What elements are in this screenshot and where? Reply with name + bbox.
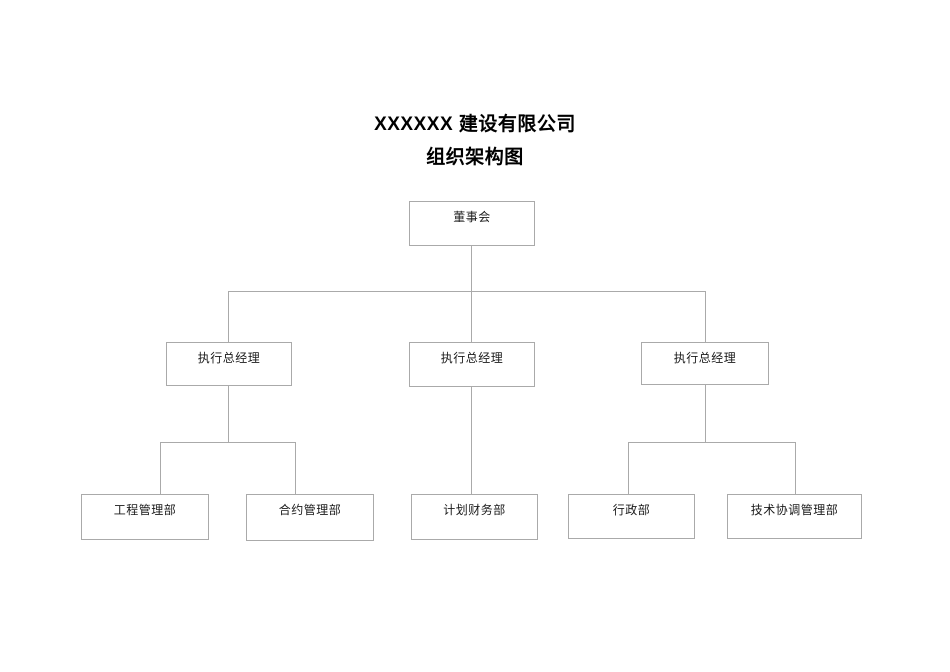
node-engineering-management-dept-label: 工程管理部 [113,503,177,517]
node-engineering-management-dept[interactable]: 工程管理部 [81,494,209,540]
node-administration-dept-label: 行政部 [612,503,651,517]
node-executive-gm-1[interactable]: 执行总经理 [166,342,292,386]
node-executive-gm-2-label: 执行总经理 [440,351,504,365]
node-executive-gm-1-label: 执行总经理 [197,351,261,365]
chart-title-block: XXXXXX 建设有限公司 组织架构图 [0,108,950,174]
node-board[interactable]: 董事会 [409,201,535,246]
node-board-label: 董事会 [453,210,491,224]
node-technical-coordination-management-dept[interactable]: 技术协调管理部 [727,494,862,539]
node-planning-finance-dept[interactable]: 计划财务部 [411,494,538,540]
chart-subtitle: 组织架构图 [426,147,524,168]
node-executive-gm-3[interactable]: 执行总经理 [641,342,769,385]
node-contract-management-dept[interactable]: 合约管理部 [246,494,374,541]
company-name-title: XXXXXX 建设有限公司 [374,114,576,135]
node-executive-gm-2[interactable]: 执行总经理 [409,342,535,387]
node-administration-dept[interactable]: 行政部 [568,494,695,539]
node-technical-coordination-management-dept-label: 技术协调管理部 [750,503,839,517]
node-contract-management-dept-label: 合约管理部 [278,503,342,517]
node-executive-gm-3-label: 执行总经理 [673,351,737,365]
node-planning-finance-dept-label: 计划财务部 [443,503,506,517]
